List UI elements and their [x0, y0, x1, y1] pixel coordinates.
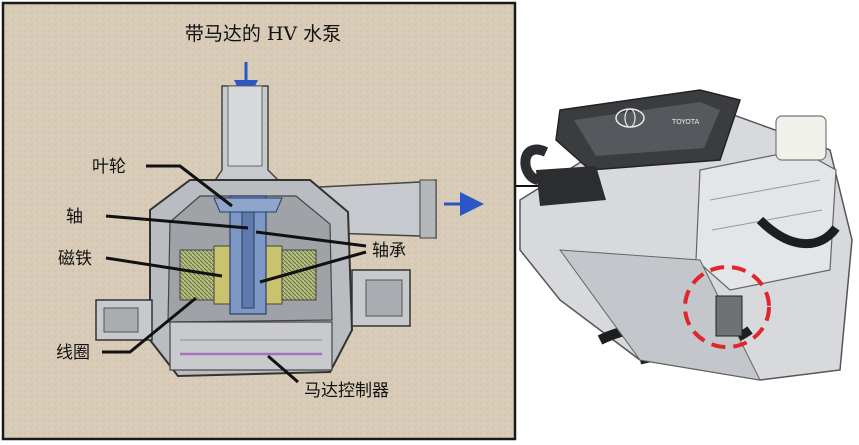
leader-coil	[102, 296, 197, 354]
leader-lines	[102, 164, 367, 384]
impeller	[213, 197, 283, 213]
label-bearing: 轴承	[372, 241, 406, 261]
leader-bearing-2	[259, 250, 367, 284]
pump-location	[715, 295, 743, 337]
leader-shaft	[105, 214, 249, 230]
leader-motor-controller	[267, 354, 299, 384]
leader-bearing	[255, 230, 367, 248]
label-shaft: 轴	[66, 207, 83, 227]
svg-text:TOYOTA: TOYOTA	[671, 118, 700, 126]
label-coil: 线圈	[56, 343, 90, 363]
label-magnet: 磁铁	[58, 249, 92, 269]
pump-highlight-circle	[683, 265, 771, 349]
motor-controller-housing	[169, 321, 333, 371]
shaft	[241, 209, 255, 309]
label-motor-controller: 马达控制器	[304, 381, 389, 401]
diagram-title: 带马达的 HV 水泵	[185, 23, 341, 45]
leader-impeller	[146, 164, 233, 208]
engine-illustration: TOYOTA	[519, 89, 853, 381]
pump-body	[95, 85, 437, 378]
engine-logo: TOYOTA	[615, 108, 700, 128]
pump-cutaway-panel: 带马达的 HV 水泵	[1, 1, 517, 441]
label-impeller: 叶轮	[92, 157, 126, 177]
leader-magnet	[105, 256, 223, 278]
